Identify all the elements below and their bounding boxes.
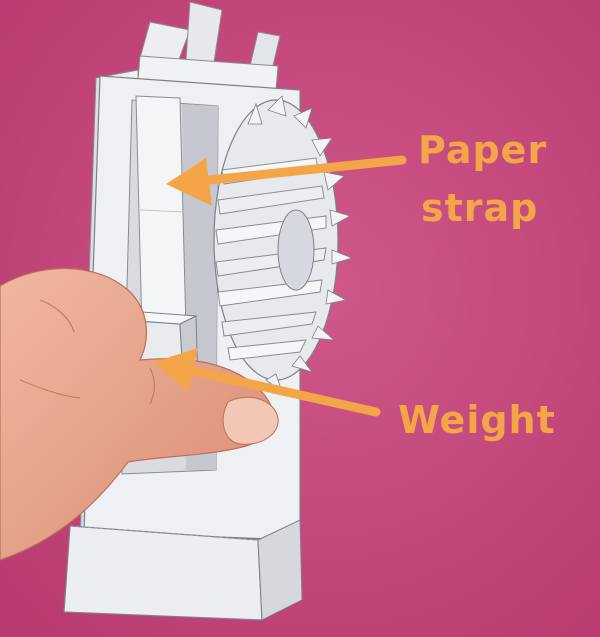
paper-base (63, 519, 303, 621)
paper-strap-label-line2: strap (421, 186, 539, 230)
paper-strap-label-line1: Paper (418, 128, 548, 172)
paper-strap-arrow (166, 155, 407, 206)
weight-arrow (154, 348, 381, 417)
paper-strap (135, 95, 187, 333)
weight-label: Weight (398, 398, 556, 442)
